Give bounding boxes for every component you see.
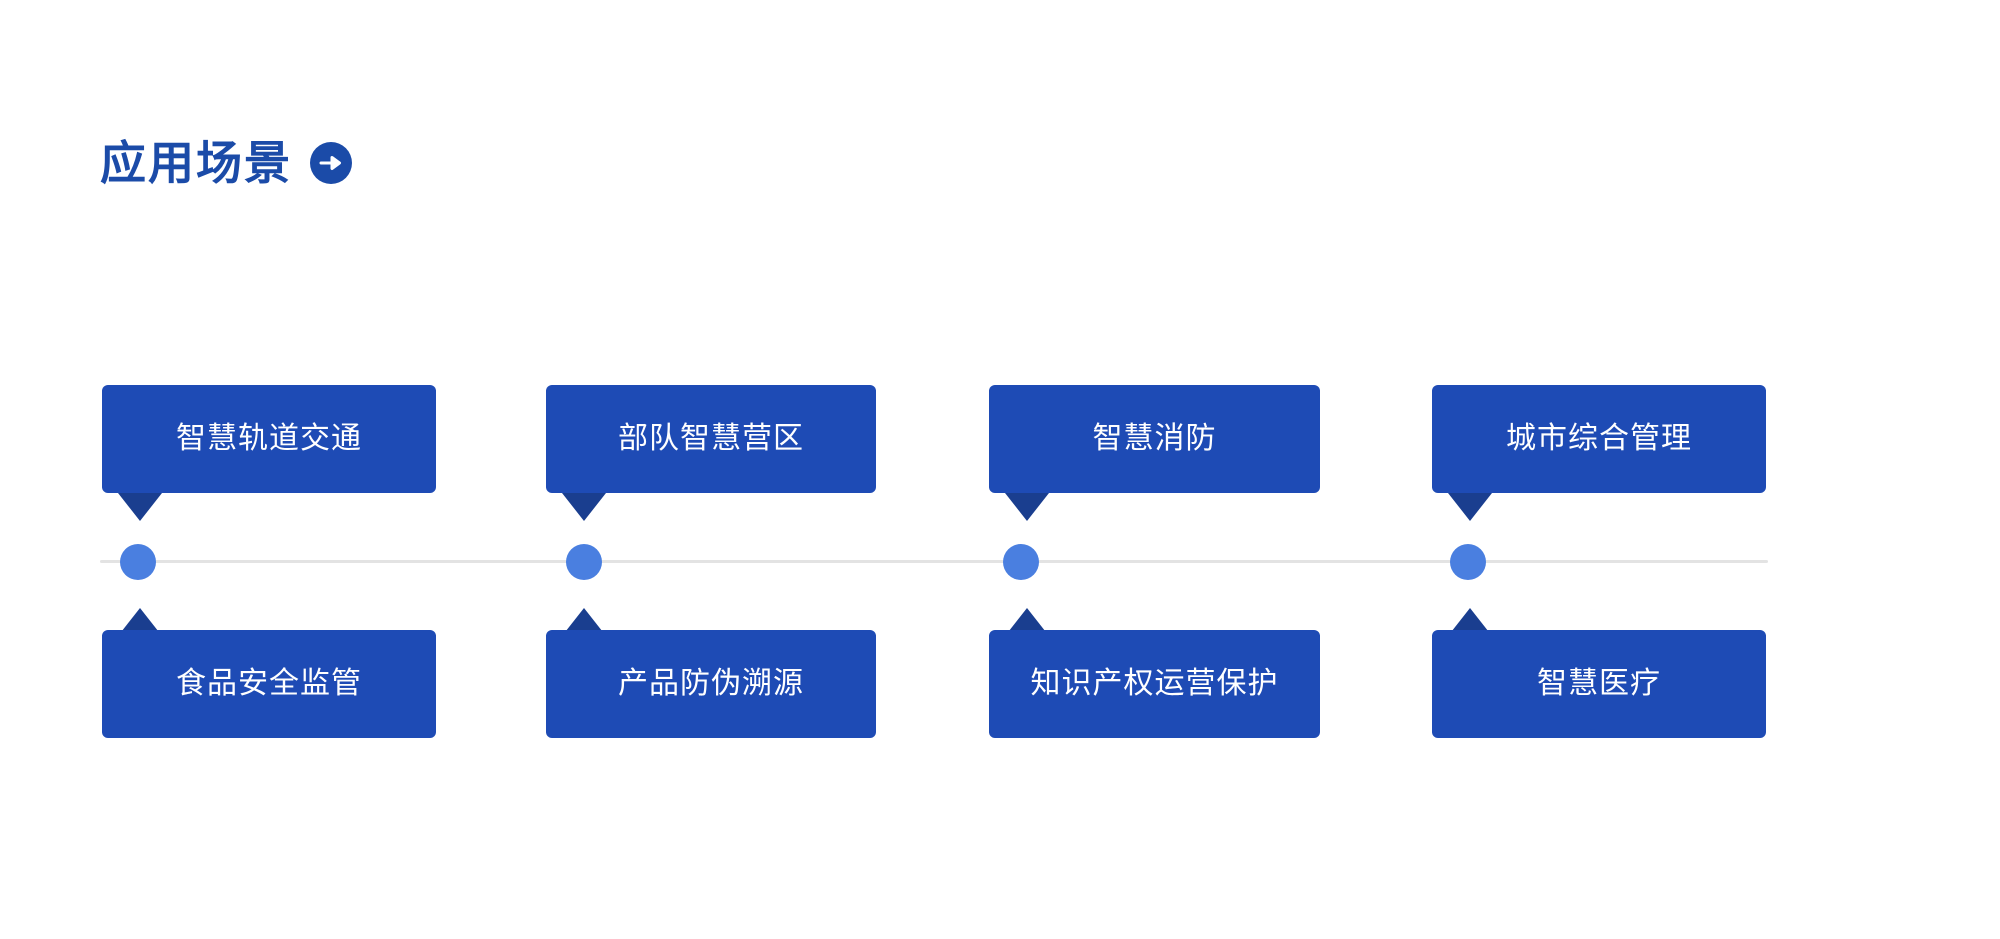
timeline-dot-1[interactable] bbox=[120, 544, 156, 580]
scenario-pointer-top-1 bbox=[118, 493, 162, 521]
scenario-card-bottom-1[interactable]: 食品安全监管 bbox=[102, 630, 436, 738]
scenario-label: 产品防伪溯源 bbox=[618, 667, 804, 700]
scenario-pointer-top-4 bbox=[1448, 493, 1492, 521]
timeline-dot-4[interactable] bbox=[1450, 544, 1486, 580]
scenario-card-bottom-4[interactable]: 智慧医疗 bbox=[1432, 630, 1766, 738]
scenario-label: 部队智慧营区 bbox=[618, 422, 804, 455]
scenario-label: 城市综合管理 bbox=[1506, 422, 1692, 455]
page-title: 应用场景 bbox=[100, 137, 292, 189]
scenario-label: 智慧医疗 bbox=[1537, 667, 1661, 700]
scenario-card-top-2[interactable]: 部队智慧营区 bbox=[546, 385, 876, 493]
scenario-pointer-top-3 bbox=[1005, 493, 1049, 521]
timeline-dot-2[interactable] bbox=[566, 544, 602, 580]
page-header: 应用场景 bbox=[100, 140, 352, 186]
timeline-axis-line bbox=[100, 560, 1768, 563]
scenario-card-top-4[interactable]: 城市综合管理 bbox=[1432, 385, 1766, 493]
scenario-card-bottom-3[interactable]: 知识产权运营保护 bbox=[989, 630, 1320, 738]
scenario-label: 智慧消防 bbox=[1092, 422, 1217, 455]
scenario-card-top-1[interactable]: 智慧轨道交通 bbox=[102, 385, 436, 493]
scenario-card-top-3[interactable]: 智慧消防 bbox=[989, 385, 1320, 493]
scenario-label: 食品安全监管 bbox=[176, 667, 362, 700]
timeline-dot-3[interactable] bbox=[1003, 544, 1039, 580]
scenario-card-bottom-2[interactable]: 产品防伪溯源 bbox=[546, 630, 876, 738]
scenario-label: 知识产权运营保护 bbox=[1030, 667, 1279, 700]
scenario-pointer-top-2 bbox=[562, 493, 606, 521]
arrow-right-circle-icon[interactable] bbox=[310, 142, 352, 184]
scenario-label: 智慧轨道交通 bbox=[176, 422, 362, 455]
